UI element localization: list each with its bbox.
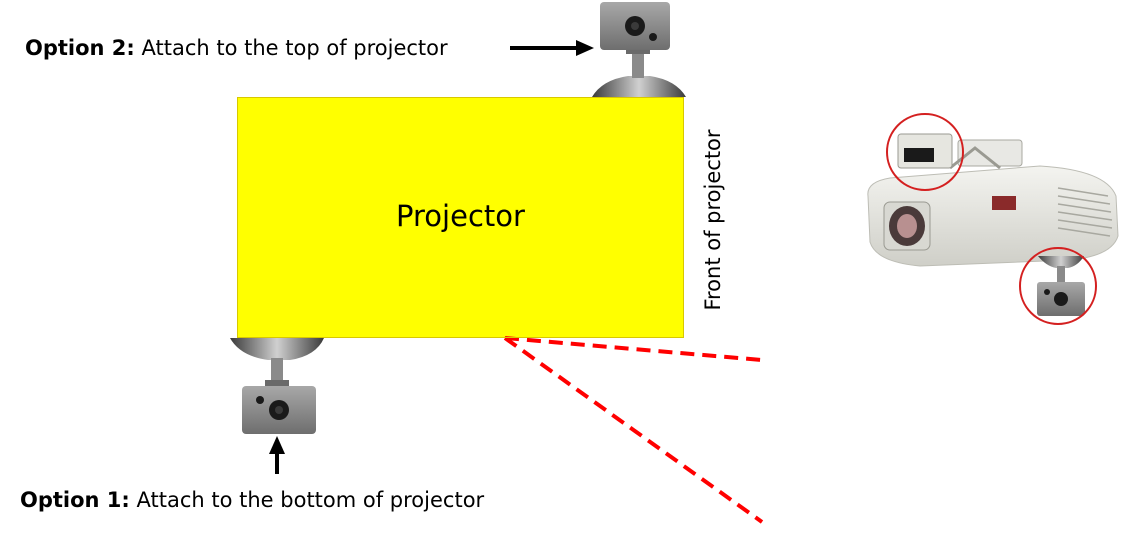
front-of-projector-label: Front of projector [701, 129, 725, 311]
top-camera-icon [592, 2, 686, 97]
option2-label: Option 2: Attach to the top of projector [25, 38, 448, 59]
highlight-circle-bottom [1019, 247, 1097, 325]
projector-box: Projector [237, 97, 684, 338]
arrow-right-icon [510, 40, 594, 56]
highlight-circle-top [886, 113, 964, 191]
option1-text: Attach to the bottom of projector [129, 488, 485, 512]
option1-prefix: Option 1: [20, 488, 130, 512]
bottom-camera-icon [230, 338, 324, 434]
arrow-up-icon [269, 436, 285, 474]
projector-body [237, 97, 684, 338]
projector-label: Projector [396, 198, 525, 233]
projection-beam [503, 336, 764, 524]
option2-text: Attach to the top of projector [134, 36, 448, 60]
option2-prefix: Option 2: [25, 36, 135, 60]
projector-photo-icon [867, 113, 1119, 325]
option1-label: Option 1: Attach to the bottom of projec… [20, 490, 484, 511]
